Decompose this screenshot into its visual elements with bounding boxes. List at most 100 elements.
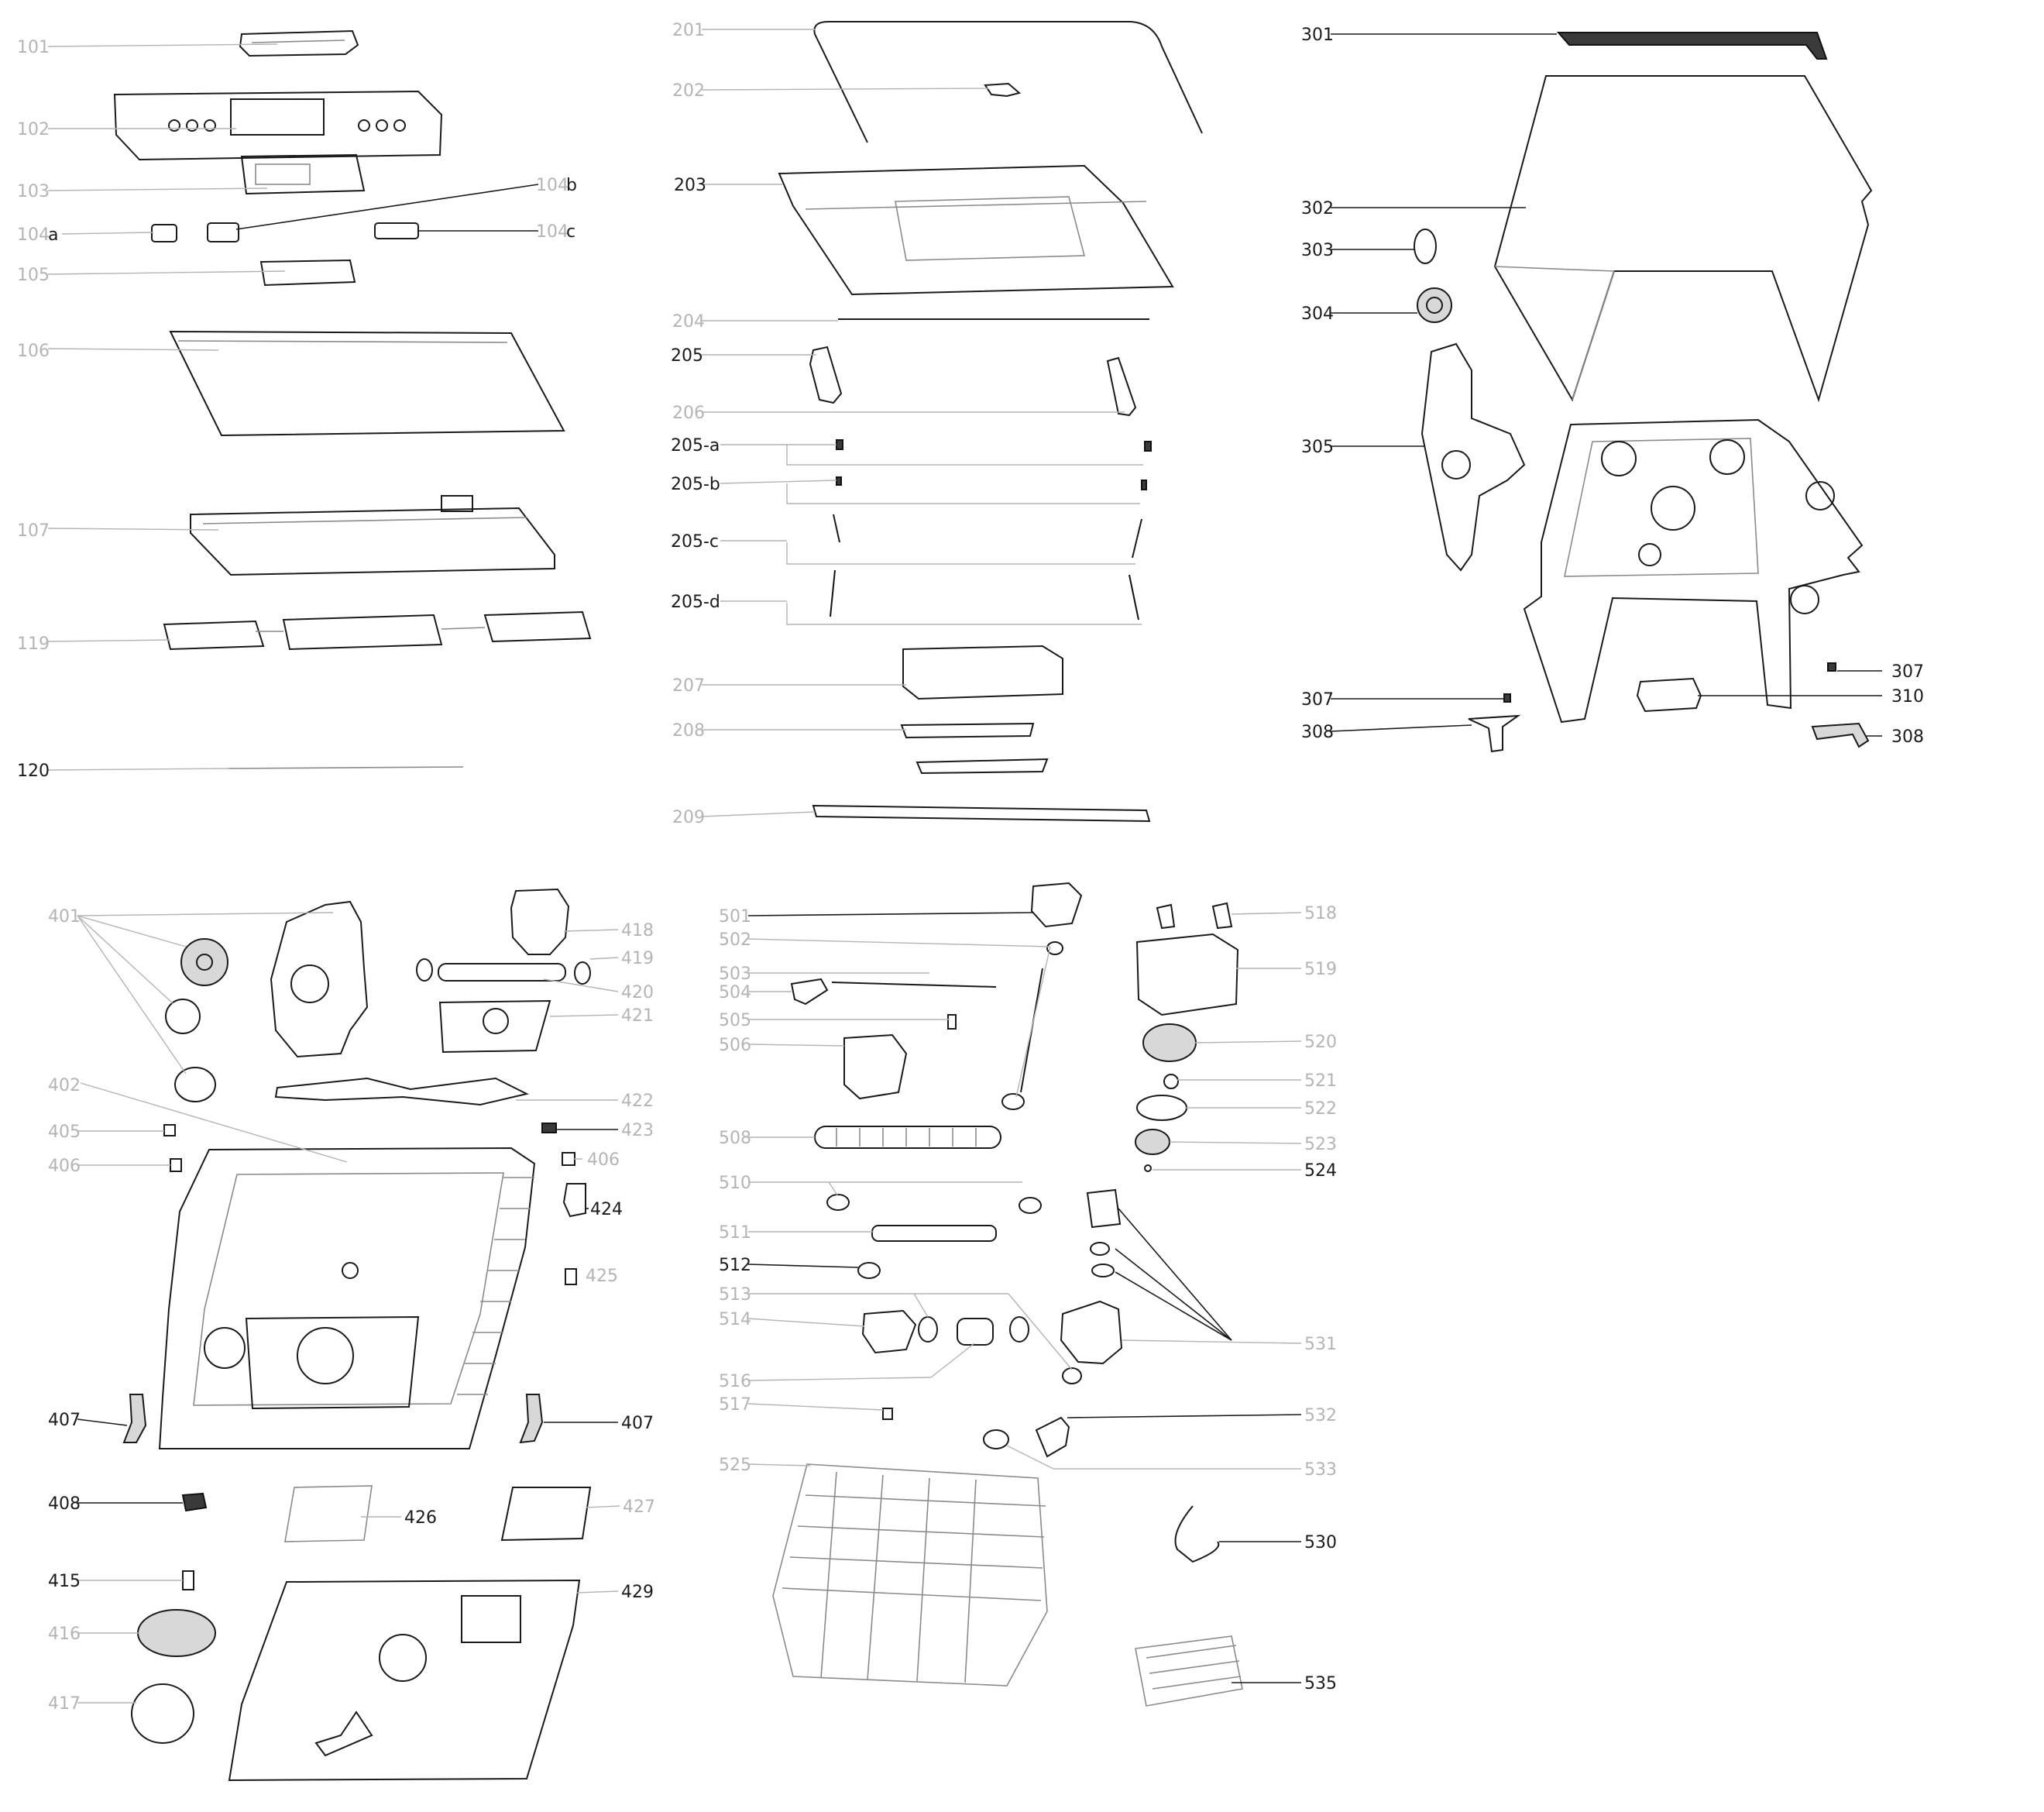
part-429-base-plate [228, 1579, 581, 1782]
part-401-impeller [180, 938, 228, 986]
label-308-right: 308 [1891, 727, 1924, 747]
part-418-filter [510, 888, 570, 955]
part-423-clip [541, 1123, 557, 1133]
label-517: 517 [719, 1395, 751, 1415]
label-119: 119 [17, 634, 50, 654]
label-105: 105 [17, 266, 50, 285]
label-416: 416 [48, 1625, 81, 1644]
label-406-right: 406 [587, 1150, 620, 1170]
part-302-wrapper [1493, 75, 1873, 403]
part-502-clamp [1046, 941, 1063, 955]
label-429: 429 [621, 1583, 654, 1602]
label-420: 420 [621, 983, 654, 1002]
part-104a-switch [151, 224, 177, 242]
part-205b-right [1141, 480, 1147, 490]
part-401-seal [174, 1067, 216, 1102]
label-303: 303 [1301, 241, 1334, 260]
part-525-lower-rack [772, 1463, 1048, 1687]
label-425: 425 [586, 1267, 618, 1286]
part-511-hose [871, 1225, 997, 1242]
label-120: 120 [17, 762, 50, 781]
label-307-left: 307 [1301, 690, 1334, 710]
part-201-door-gasket [813, 21, 1203, 143]
part-207-detergent-dispenser [902, 645, 1063, 700]
part-425-screw [565, 1268, 577, 1285]
label-514: 514 [719, 1310, 751, 1329]
part-104b-switch [207, 222, 239, 242]
part-205a-left [836, 439, 843, 450]
part-119-pcb-right [483, 610, 592, 643]
part-308-foot-left [1468, 714, 1521, 753]
part-303-ring [1414, 229, 1437, 264]
part-205a-right [1144, 441, 1152, 452]
label-525: 525 [719, 1456, 751, 1475]
part-510-clamp-left [826, 1194, 850, 1211]
part-401-ring [165, 999, 201, 1034]
label-516: 516 [719, 1372, 751, 1391]
group-500-hydraulics: 501 502 503 504 505 506 508 510 511 512 … [719, 882, 1337, 1707]
part-406-clip-right [562, 1152, 575, 1166]
part-523-cover [1135, 1129, 1170, 1155]
label-104c-suffix: c [566, 222, 575, 242]
part-202-latch [984, 82, 1022, 98]
label-205c: 205-c [671, 532, 719, 552]
label-310: 310 [1891, 687, 1924, 707]
label-424: 424 [590, 1200, 623, 1219]
label-106: 106 [17, 342, 50, 361]
part-120-strip [227, 766, 464, 769]
part-524-screw [1144, 1164, 1152, 1172]
label-422: 422 [621, 1092, 654, 1111]
group-100-control-panel: 101 102 103 104 a 104 b 104 c 105 106 10… [17, 29, 592, 781]
part-205c-left [833, 514, 840, 543]
part-305-side-frame [1420, 342, 1526, 572]
part-533-clamp [983, 1429, 1009, 1449]
part-532-elbow [1035, 1416, 1070, 1458]
part-521-impeller [1163, 1074, 1179, 1089]
label-104b-suffix: b [566, 176, 577, 195]
part-503-cable [831, 982, 997, 988]
part-426-plate [284, 1485, 373, 1542]
label-510: 510 [719, 1174, 751, 1193]
label-206: 206 [672, 404, 705, 423]
part-519-circulation-motor [1135, 933, 1239, 1016]
part-427-plate [500, 1487, 592, 1542]
part-405-clip [163, 1124, 176, 1136]
part-119-pcb-left [163, 620, 265, 651]
label-417: 417 [48, 1694, 81, 1714]
part-102-panel [113, 90, 443, 161]
label-532: 532 [1304, 1406, 1337, 1425]
part-419-clamp-right [574, 961, 591, 985]
label-511: 511 [719, 1223, 751, 1243]
label-408: 408 [48, 1494, 81, 1514]
part-514-valve [861, 1309, 917, 1354]
label-301: 301 [1301, 26, 1334, 45]
label-505: 505 [719, 1011, 751, 1030]
label-426: 426 [404, 1508, 437, 1528]
label-101: 101 [17, 38, 50, 57]
label-502: 502 [719, 930, 751, 950]
label-423: 423 [621, 1121, 654, 1140]
part-205b-left [836, 476, 842, 486]
label-427: 427 [623, 1497, 655, 1517]
label-407-left: 407 [48, 1411, 81, 1430]
part-307-screw-left [1503, 693, 1511, 703]
label-307-right: 307 [1891, 662, 1924, 682]
label-401: 401 [48, 907, 81, 927]
label-208: 208 [672, 721, 705, 741]
part-307-screw-right [1827, 662, 1836, 672]
label-533: 533 [1304, 1460, 1337, 1480]
part-415-clip [182, 1570, 194, 1590]
label-202: 202 [672, 81, 705, 101]
label-205a: 205-a [671, 436, 720, 456]
label-308-left: 308 [1301, 723, 1334, 742]
part-408-fitting [181, 1492, 208, 1512]
label-205d: 205-d [671, 593, 720, 612]
label-508: 508 [719, 1129, 751, 1148]
part-407-rail-right [519, 1394, 544, 1444]
part-106-door-panel [169, 330, 565, 437]
label-415: 415 [48, 1572, 81, 1591]
part-424-valve [562, 1183, 586, 1218]
part-205-hinge-left [809, 346, 843, 404]
label-407-right: 407 [621, 1414, 654, 1433]
